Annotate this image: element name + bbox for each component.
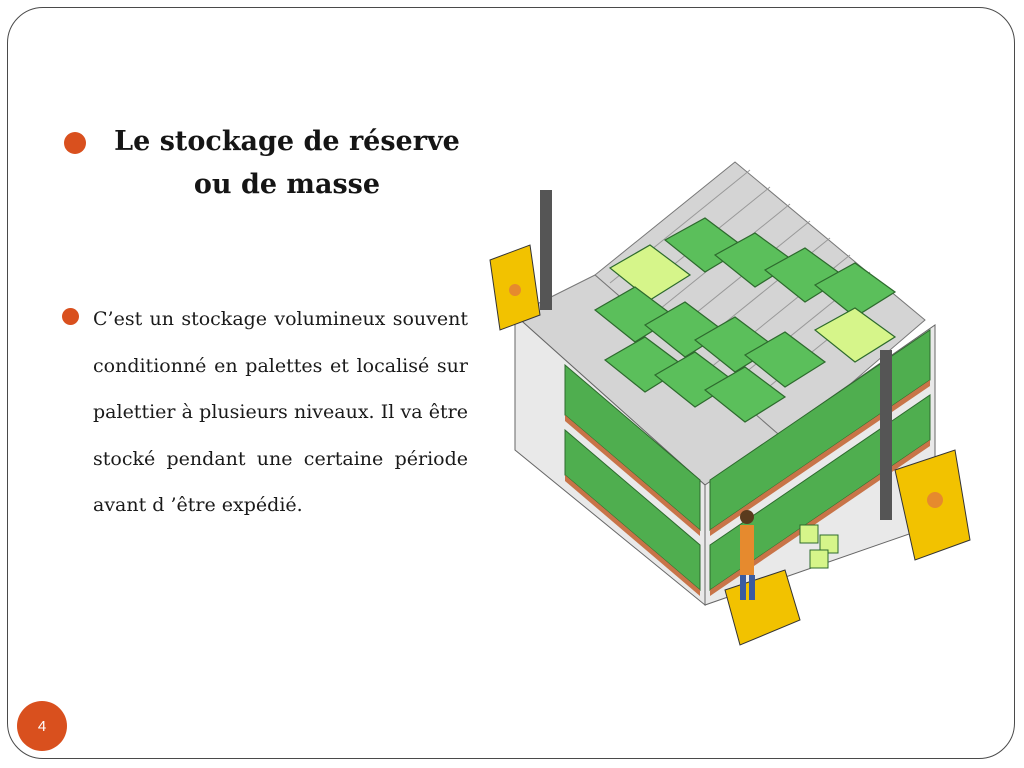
slide-title: Le stockage de réserve ou de masse [114, 126, 460, 200]
pallet-boxes-front [564, 329, 931, 592]
title-section: Le stockage de réserve ou de masse [58, 120, 478, 206]
forklift-top-left-icon [489, 190, 552, 331]
page-number-badge: 4 [17, 701, 67, 751]
forklift-right-icon [880, 350, 971, 561]
slide-frame [7, 7, 1015, 759]
body-section: C’est un stockage volumineux souvent con… [58, 296, 468, 529]
body-bullet-icon [62, 308, 79, 325]
slide-body-text: C’est un stockage volumineux souvent con… [93, 308, 468, 516]
warehouse-pallet-racking-icon [489, 161, 971, 646]
title-bullet-icon [64, 132, 86, 154]
forklift-front-worker-icon [724, 510, 839, 646]
pallet-boxes-top [593, 217, 897, 423]
